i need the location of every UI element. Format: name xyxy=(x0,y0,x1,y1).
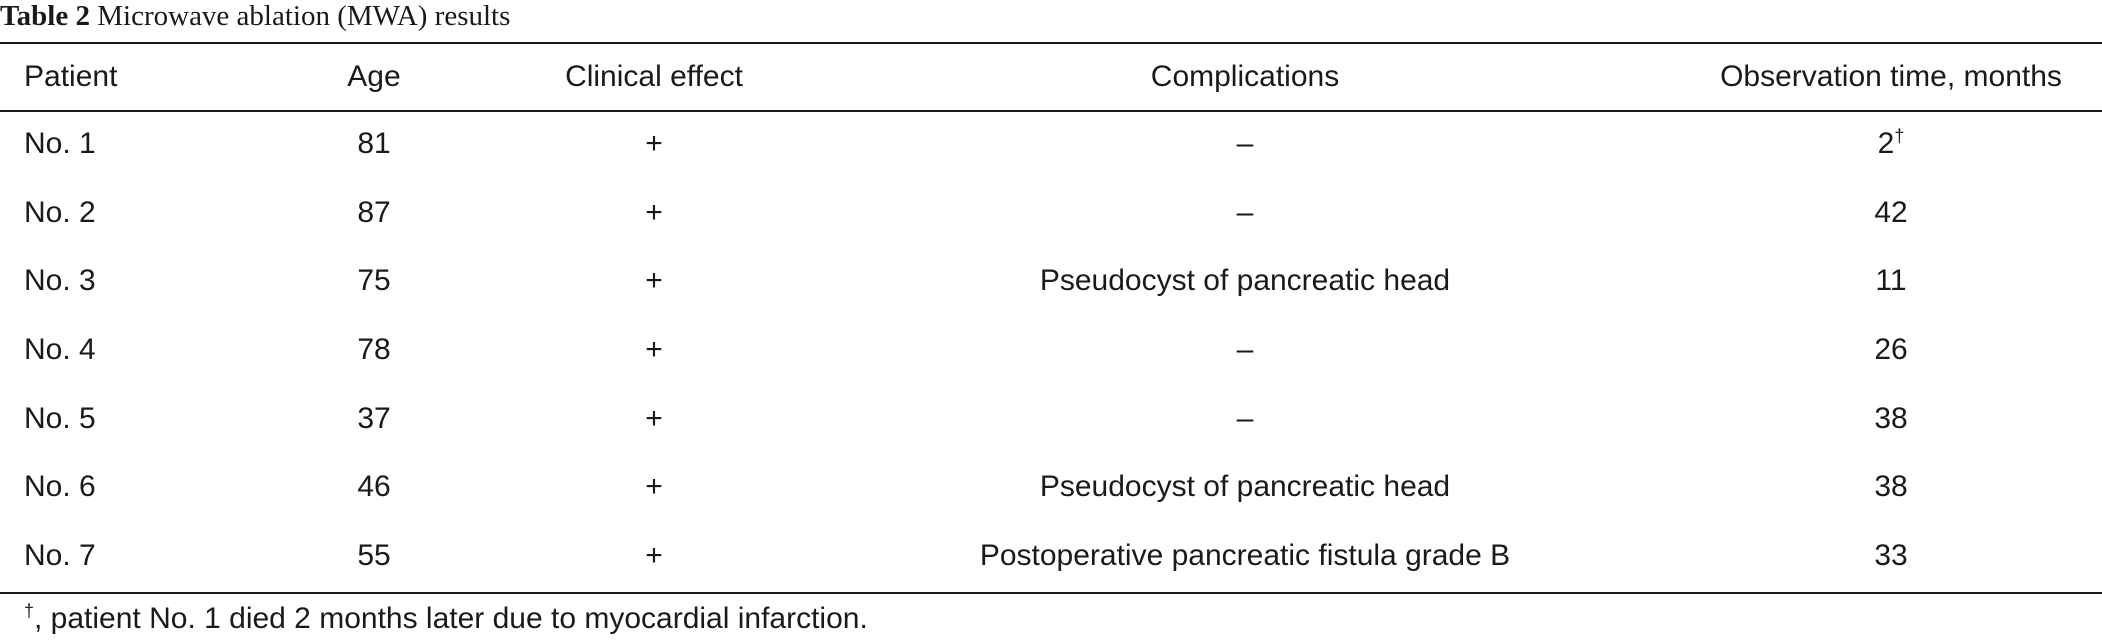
cell-observation-time-value: 42 xyxy=(1874,195,1908,229)
cell-clinical-effect: + xyxy=(474,522,834,591)
cell-patient: No. 6 xyxy=(0,453,274,522)
cell-patient: No. 3 xyxy=(0,247,274,316)
cell-patient-value: No. 5 xyxy=(24,401,96,435)
footnote-dagger: † xyxy=(24,601,35,621)
table-row: No. 1 81 + – 2† xyxy=(0,110,2102,179)
cell-observation-time-value: 33 xyxy=(1874,538,1908,572)
header-observation-time: Observation time, months xyxy=(1720,60,2062,93)
cell-observation-time-value: 38 xyxy=(1874,401,1908,435)
cell-patient: No. 5 xyxy=(0,384,274,453)
cell-patient-value: No. 2 xyxy=(24,195,96,229)
table-row: No. 6 46 + Pseudocyst of pancreatic head 38 xyxy=(0,453,2102,522)
cell-age: 75 xyxy=(274,247,474,316)
cell-complications-value: Pseudocyst of pancreatic head xyxy=(1039,470,1451,504)
cell-clinical-effect-value: + xyxy=(645,470,663,504)
cell-patient: No. 4 xyxy=(0,316,274,385)
cell-patient-value: No. 4 xyxy=(24,333,96,367)
cell-clinical-effect: + xyxy=(474,110,834,179)
cell-patient: No. 1 xyxy=(0,110,274,179)
table-row: No. 5 37 + – 38 xyxy=(0,384,2102,453)
cell-observation-time: 42 xyxy=(1656,179,2102,248)
cell-age-value: 87 xyxy=(357,195,391,229)
cell-age: 78 xyxy=(274,316,474,385)
cell-age-value: 75 xyxy=(357,264,391,298)
cell-age: 55 xyxy=(274,522,474,591)
results-table: Patient Age Clinical effect Complication… xyxy=(0,44,2102,590)
cell-age-value: 81 xyxy=(357,127,391,161)
cell-clinical-effect: + xyxy=(474,316,834,385)
cell-clinical-effect-value: + xyxy=(645,127,663,161)
cell-observation-time: 38 xyxy=(1656,384,2102,453)
cell-complications: – xyxy=(834,384,1656,453)
cell-complications-value: – xyxy=(1236,127,1254,161)
cell-complications: Pseudocyst of pancreatic head xyxy=(834,247,1656,316)
table-row: No. 7 55 + Postoperative pancreatic fistula… xyxy=(0,522,2102,591)
cell-complications-value: – xyxy=(1236,333,1254,367)
cell-clinical-effect: + xyxy=(474,179,834,248)
cell-clinical-effect-value: + xyxy=(645,538,663,572)
table-title: Table 2 Microwave ablation (MWA) results xyxy=(0,0,510,40)
header-clinical-effect: Clinical effect xyxy=(565,60,743,93)
table-header: Patient Age Clinical effect Complication… xyxy=(0,44,2102,110)
cell-age-value: 46 xyxy=(357,470,391,504)
cell-age: 81 xyxy=(274,110,474,179)
cell-observation-time: 2† xyxy=(1656,110,2102,179)
cell-clinical-effect-value: + xyxy=(645,264,663,298)
table-row: No. 2 87 + – 42 xyxy=(0,179,2102,248)
header-row: Patient Age Clinical effect Complication… xyxy=(0,44,2102,110)
cell-clinical-effect-value: + xyxy=(645,333,663,367)
header-complications: Complications xyxy=(1150,60,1340,93)
cell-age: 87 xyxy=(274,179,474,248)
table-row: No. 3 75 + Pseudocyst of pancreatic head 11 xyxy=(0,247,2102,316)
cell-observation-time-value: 2 xyxy=(1877,127,1895,161)
table-footnote: †, patient No. 1 died 2 months later due… xyxy=(24,598,868,640)
cell-patient-value: No. 1 xyxy=(24,127,96,161)
cell-complications-value: Pseudocyst of pancreatic head xyxy=(1039,264,1451,298)
cell-patient-value: No. 3 xyxy=(24,264,96,298)
cell-observation-time-value: 26 xyxy=(1874,333,1908,367)
cell-complications-value: – xyxy=(1236,401,1254,435)
header-rule xyxy=(0,110,2102,112)
cell-clinical-effect: + xyxy=(474,453,834,522)
cell-complications-value: – xyxy=(1236,195,1254,229)
cell-clinical-effect: + xyxy=(474,384,834,453)
top-rule xyxy=(0,42,2102,44)
cell-patient-value: No. 6 xyxy=(24,470,96,504)
cell-clinical-effect-value: + xyxy=(645,401,663,435)
cell-patient: No. 2 xyxy=(0,179,274,248)
cell-patient: No. 7 xyxy=(0,522,274,591)
cell-observation-time-value: 11 xyxy=(1875,264,1907,298)
cell-age: 37 xyxy=(274,384,474,453)
cell-complications: – xyxy=(834,316,1656,385)
cell-observation-time-value: 38 xyxy=(1874,470,1908,504)
cell-complications: Postoperative pancreatic fistula grade B xyxy=(834,522,1656,591)
cell-observation-time: 11 xyxy=(1656,247,2102,316)
cell-age-value: 78 xyxy=(357,333,391,367)
cell-clinical-effect: + xyxy=(474,247,834,316)
cell-complications: – xyxy=(834,179,1656,248)
cell-age: 46 xyxy=(274,453,474,522)
cell-observation-time: 38 xyxy=(1656,453,2102,522)
cell-age-value: 55 xyxy=(357,538,391,572)
cell-patient-value: No. 7 xyxy=(24,538,96,572)
table-caption: Microwave ablation (MWA) results xyxy=(97,0,511,32)
cell-complications: Pseudocyst of pancreatic head xyxy=(834,453,1656,522)
cell-clinical-effect-value: + xyxy=(645,195,663,229)
header-patient: Patient xyxy=(24,60,118,93)
cell-observation-time: 33 xyxy=(1656,522,2102,591)
header-age: Age xyxy=(347,60,401,93)
table-row: No. 4 78 + – 26 xyxy=(0,316,2102,385)
table-label: Table 2 xyxy=(0,0,90,32)
bottom-rule xyxy=(0,592,2102,594)
dagger-mark: † xyxy=(1894,126,1905,147)
cell-observation-time: 26 xyxy=(1656,316,2102,385)
footnote-text: , patient No. 1 died 2 months later due … xyxy=(34,602,868,635)
cell-complications: – xyxy=(834,110,1656,179)
cell-age-value: 37 xyxy=(357,401,391,435)
cell-complications-value: Postoperative pancreatic fistula grade B xyxy=(979,538,1511,572)
